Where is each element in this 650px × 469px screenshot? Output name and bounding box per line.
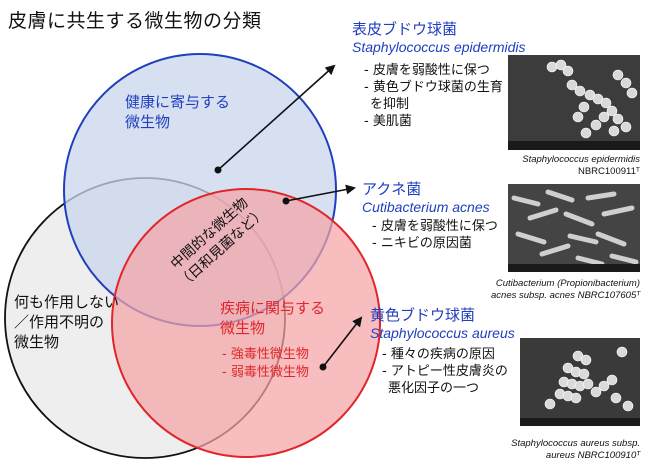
epidermidis-note: - 美肌菌 <box>364 114 412 129</box>
epidermidis-caption-line-1: Staphylococcus epidermidis <box>522 154 640 165</box>
pathogenic-item-weak: - 弱毒性微生物 <box>222 365 309 380</box>
arrow-to-epidermidis <box>217 64 336 171</box>
acnes-micrograph <box>508 184 640 272</box>
acnes-note: - 皮膚を弱酸性に保つ <box>372 219 498 234</box>
epidermidis-micrograph <box>508 55 640 150</box>
aureus-note: - アトピー性皮膚炎の <box>382 364 508 379</box>
pathogenic-label-line-2: 微生物 <box>220 319 266 337</box>
aureus-header: 黄色ブドウ球菌 Staphylococcus aureus <box>370 304 515 341</box>
cocci-cluster-image <box>520 338 640 426</box>
pathogenic-item-strong: - 強毒性微生物 <box>222 347 309 362</box>
beneficial-label-line-2: 微生物 <box>125 113 171 131</box>
acnes-latin: Cutibacterium acnes <box>362 199 490 215</box>
aureus-micrograph <box>520 338 640 426</box>
aureus-note: 悪化因子の一つ <box>388 381 480 396</box>
epidermidis-caption: Staphylococcus epidermidis NBRC100911ᵀ <box>470 154 640 178</box>
beneficial-label-line-1: 健康に寄与する <box>125 93 231 111</box>
neutral-label-line-2: ／作用不明の <box>14 313 105 331</box>
epidermidis-note: - 黄色ブドウ球菌の生育 <box>364 80 503 95</box>
rod-bacteria-image <box>508 184 640 272</box>
aureus-caption-line-1: Staphylococcus aureus subsp. <box>511 438 640 449</box>
epidermidis-header: 表皮ブドウ球菌 Staphylococcus epidermidis <box>352 18 526 55</box>
pathogenic-circle <box>111 188 381 458</box>
arrow-dot-acnes <box>282 197 290 205</box>
epidermidis-note: を抑制 <box>370 97 410 112</box>
epidermidis-name: 表皮ブドウ球菌 <box>352 20 458 38</box>
epidermidis-caption-line-2: NBRC100911ᵀ <box>577 166 640 177</box>
epidermidis-note: - 皮膚を弱酸性に保つ <box>364 63 490 78</box>
aureus-name: 黄色ブドウ球菌 <box>370 306 476 324</box>
neutral-label-line-3: 微生物 <box>14 333 60 351</box>
aureus-caption-line-2: aureus NBRC100910ᵀ <box>545 450 640 461</box>
arrow-dot-epidermidis <box>214 166 222 174</box>
epidermidis-latin: Staphylococcus epidermidis <box>352 39 526 55</box>
pathogenic-label-line-1: 疾病に関与する <box>220 299 326 317</box>
arrow-to-aureus <box>322 316 363 368</box>
aureus-latin: Staphylococcus aureus <box>370 325 515 341</box>
pathogenic-items: - 強毒性微生物 - 弱毒性微生物 <box>222 346 309 382</box>
cocci-cluster-image <box>508 55 640 150</box>
acnes-caption: Cutibacterium (Propionibacterium) acnes … <box>440 278 640 302</box>
beneficial-label: 健康に寄与する 微生物 <box>125 92 230 132</box>
aureus-caption: Staphylococcus aureus subsp. aureus NBRC… <box>460 438 640 462</box>
acnes-caption-line-2: acnes subsp. acnes NBRC107605ᵀ <box>491 290 640 301</box>
aureus-notes: - 種々の疾病の原因 - アトピー性皮膚炎の 悪化因子の一つ <box>382 346 508 397</box>
epidermidis-notes: - 皮膚を弱酸性に保つ - 黄色ブドウ球菌の生育 を抑制 - 美肌菌 <box>364 62 503 130</box>
aureus-note: - 種々の疾病の原因 <box>382 347 495 362</box>
neutral-label: 何も作用しない ／作用不明の 微生物 <box>14 292 119 352</box>
acnes-name: アクネ菌 <box>362 180 422 198</box>
arrow-dot-aureus <box>319 363 327 371</box>
diagram-title: 皮膚に共生する微生物の分類 <box>8 10 262 32</box>
acnes-notes: - 皮膚を弱酸性に保つ - ニキビの原因菌 <box>372 218 498 252</box>
acnes-note: - ニキビの原因菌 <box>372 236 472 251</box>
acnes-header: アクネ菌 Cutibacterium acnes <box>362 178 490 215</box>
acnes-caption-line-1: Cutibacterium (Propionibacterium) <box>495 278 640 289</box>
pathogenic-label: 疾病に関与する 微生物 <box>220 298 325 338</box>
neutral-label-line-1: 何も作用しない <box>14 293 120 311</box>
arrow-to-acnes <box>285 184 356 202</box>
